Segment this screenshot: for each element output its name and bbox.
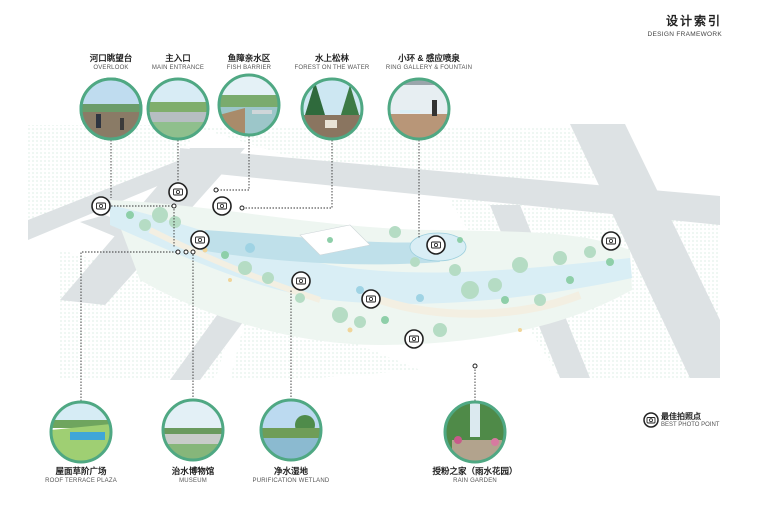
label-cn: 小环 & 感应喷泉 (398, 53, 460, 63)
photo-point-roof-terrace[interactable] (190, 230, 210, 250)
photo-overlook (79, 77, 143, 141)
photo-rain-garden (443, 400, 507, 464)
camera-icon (643, 412, 659, 428)
leader-dots (171, 187, 478, 369)
label-overlook: 河口眺望台 OVERLOOK (41, 53, 181, 72)
leader-lines (80, 136, 476, 401)
label-cn: 主入口 (165, 53, 191, 63)
photo-fish-barrier (217, 73, 281, 137)
label-wetland: 净水湿地 PURIFICATION WETLAND (221, 466, 361, 485)
park-body (110, 200, 632, 345)
label-cn: 净水湿地 (273, 466, 308, 476)
photo-main-entrance (146, 77, 210, 141)
label-en: MUSEUM (179, 478, 207, 484)
photo-museum (161, 398, 225, 462)
title-cn: 设计索引 (665, 14, 722, 28)
label-forest-on-water: 水上松林 FOREST ON THE WATER (262, 53, 402, 72)
label-cn: 河口眺望台 (89, 53, 133, 63)
label-cn: 屋面草阶广场 (55, 466, 107, 476)
photo-point-wetland[interactable] (291, 271, 311, 291)
label-main-entrance: 主入口 MAIN ENTRANCE (108, 53, 248, 72)
photo-point-fountain[interactable] (426, 235, 446, 255)
label-cn: 鱼障亲水区 (227, 53, 271, 63)
photo-points (91, 182, 621, 349)
photo-point-fish-barrier[interactable] (212, 196, 232, 216)
label-roof-terrace: 屋面草阶广场 ROOF TERRACE PLAZA (11, 466, 151, 485)
label-en: FOREST ON THE WATER (294, 65, 370, 71)
legend-en: BEST PHOTO POINT (661, 422, 720, 428)
label-museum: 治水博物馆 MUSEUM (123, 466, 263, 485)
photo-forest-on-water (300, 77, 364, 141)
label-cn: 水上松林 (314, 53, 349, 63)
photo-point-overlook[interactable] (91, 196, 111, 216)
label-en: RING GALLERY & FOUNTAIN (385, 65, 473, 71)
photo-point-south[interactable] (404, 329, 424, 349)
label-en: RAIN GARDEN (453, 478, 497, 484)
photo-point-east[interactable] (601, 231, 621, 251)
label-en: FISH BARRIER (226, 65, 272, 71)
label-en: OVERLOOK (93, 65, 129, 71)
label-fish-barrier: 鱼障亲水区 FISH BARRIER (179, 53, 319, 72)
label-en: MAIN ENTRANCE (151, 65, 205, 71)
photo-roof-terrace (49, 400, 113, 464)
photo-point-main-entrance[interactable] (168, 182, 188, 202)
label-en: ROOF TERRACE PLAZA (45, 478, 117, 484)
label-cn: 治水博物馆 (171, 466, 215, 476)
photo-ring-gallery (387, 77, 451, 141)
photo-point-river[interactable] (361, 289, 381, 309)
label-ring-gallery: 小环 & 感应喷泉 RING GALLERY & FOUNTAIN (359, 53, 499, 72)
photo-wetland (259, 398, 323, 462)
label-en: PURIFICATION WETLAND (252, 478, 330, 484)
legend-cn: 最佳拍照点 (661, 412, 701, 421)
diagram-title: 设计索引 DESIGN FRAMEWORK (648, 12, 723, 38)
title-en: DESIGN FRAMEWORK (647, 31, 722, 38)
label-rain-garden: 授粉之家（雨水花园） RAIN GARDEN (405, 466, 545, 485)
label-cn: 授粉之家（雨水花园） (432, 466, 518, 476)
